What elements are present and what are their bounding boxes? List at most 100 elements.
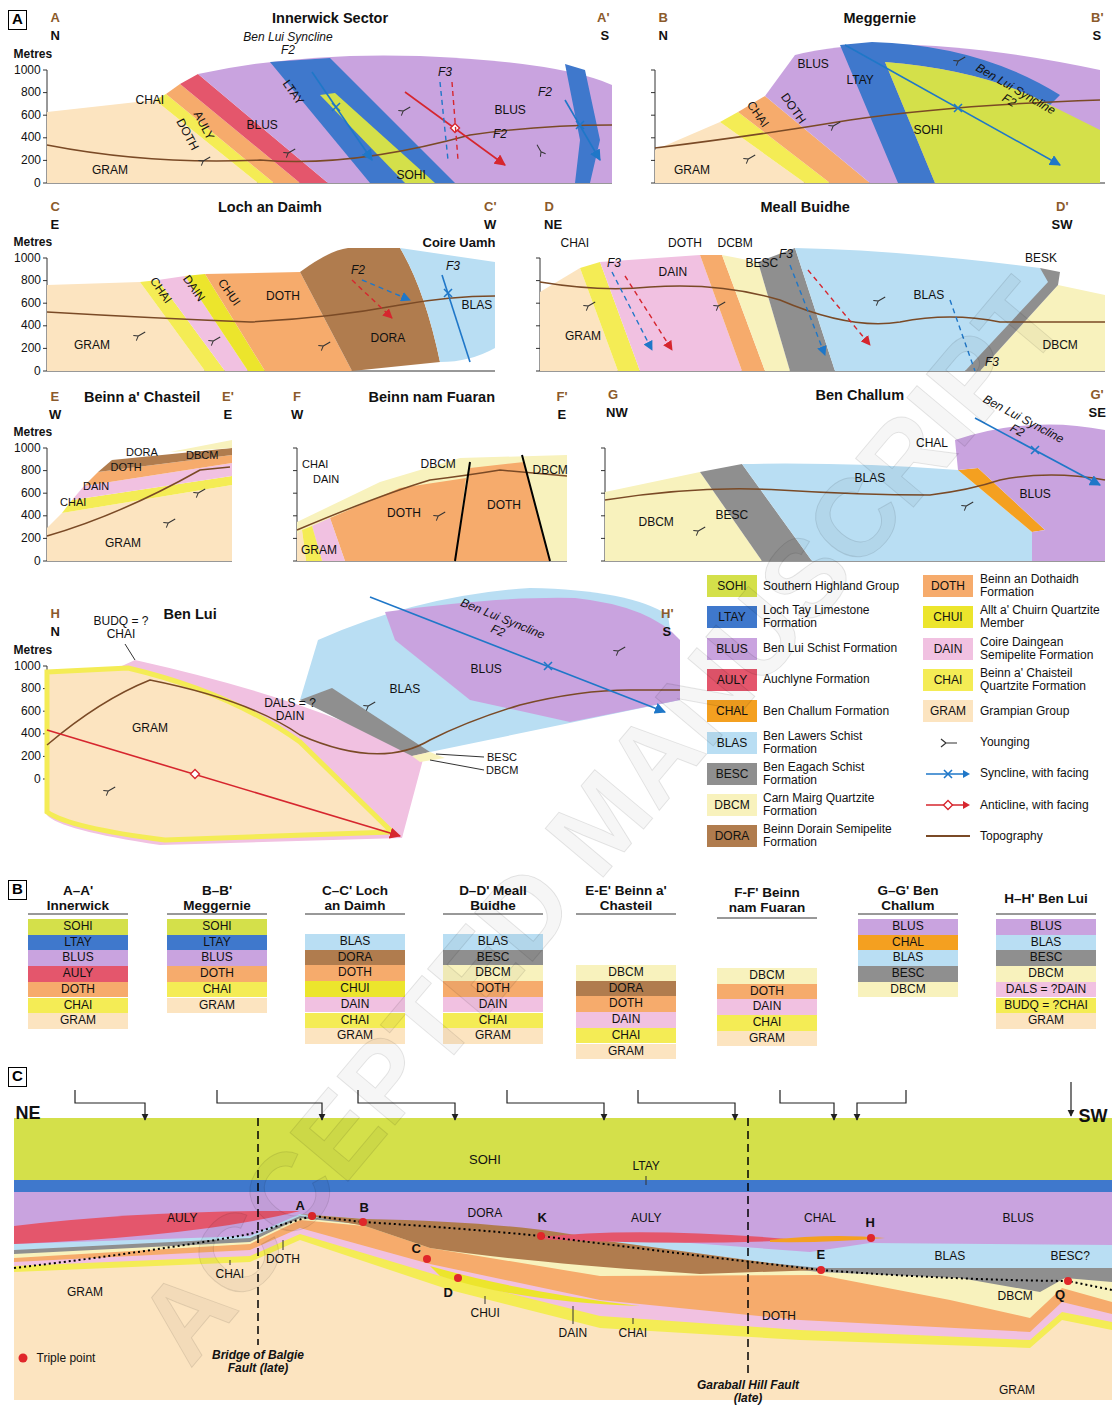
unit-label: F3: [985, 356, 999, 369]
illustration-shape: [1031, 446, 1039, 454]
table-cell: CHAI: [717, 1015, 817, 1031]
unit-label: E: [817, 1248, 826, 1263]
section-label: F: [293, 390, 301, 405]
legend-code: DBCM: [714, 798, 749, 812]
table-cell: AULY: [28, 966, 128, 982]
unit-label: GRAM: [74, 339, 110, 352]
unit-label: Triple point: [37, 1352, 96, 1365]
legend-symbol: [923, 794, 973, 816]
legend-text: Anticline, with facing: [980, 799, 1110, 812]
illustration-shape: [790, 265, 825, 355]
illustration-shape: [454, 1274, 462, 1282]
watermark: ACCEPTED MANUSCRIPT: [111, 255, 1088, 1385]
unit-label: CHAI: [561, 237, 590, 250]
legend-text: Allt a' Chuirn Quartzite Member: [980, 604, 1110, 630]
unit-label: DORA: [126, 446, 158, 458]
topography-line: [926, 835, 970, 837]
section-label: NE: [544, 218, 562, 233]
table-cell: BESC: [996, 950, 1096, 966]
unit-label: F2: [493, 128, 507, 141]
illustration-shape: [270, 58, 455, 183]
illustration-shape: [293, 448, 567, 561]
illustration-shape: [28, 914, 1096, 918]
column-header: A–A' Innerwick: [36, 883, 120, 913]
unit-label: F3: [438, 66, 452, 79]
unit-label: DBCM: [998, 1290, 1033, 1303]
illustration-shape: [965, 268, 1060, 371]
illustration-shape: [318, 339, 331, 350]
legend-symbol: [923, 732, 973, 754]
illustration-shape: [198, 55, 612, 183]
table-cell: DOTH: [717, 984, 817, 1000]
illustration-shape: [398, 104, 411, 115]
legend-code: DORA: [715, 829, 750, 843]
unit-label: DBCM: [533, 464, 568, 477]
legend-text: Younging: [980, 736, 1110, 749]
unit-label: SOHI: [914, 124, 943, 137]
legend-text: Loch Tay Limestone Formation: [763, 604, 918, 630]
syncline-line: [926, 773, 963, 775]
illustration-shape: [423, 1255, 431, 1263]
legend-swatch: DOTH: [923, 575, 973, 597]
legend-swatch: DORA: [707, 825, 757, 847]
illustration-shape: [455, 462, 550, 561]
section-label: S: [1093, 29, 1102, 44]
illustration-shape: [638, 1090, 735, 1120]
unit-label: GRAM: [67, 1286, 103, 1299]
axis-value: 200: [21, 154, 41, 167]
illustration-shape: [583, 299, 596, 310]
illustration-shape: [14, 1211, 300, 1244]
illustration-shape: [713, 299, 726, 310]
illustration-shape: [452, 82, 458, 160]
table-cell: DOTH: [28, 982, 128, 998]
meall-buidhe-section: [540, 248, 1105, 371]
illustration-shape: [103, 784, 116, 795]
legend-swatch: GRAM: [923, 700, 973, 722]
legend-text: Coire Daingean Semipelite Formation: [980, 636, 1110, 662]
legend-text: Ben Challum Formation: [763, 705, 918, 718]
axis-value: 0: [34, 773, 41, 786]
panel-letter-box: A: [8, 10, 27, 30]
section-label: Beinn nam Fuaran: [369, 389, 496, 405]
table-cell: GRAM: [717, 1031, 817, 1047]
table-cell: CHAI: [443, 1013, 543, 1029]
table-cell: DAIN: [443, 997, 543, 1013]
unit-label: CHAL: [916, 437, 948, 450]
axis-value: 800: [21, 274, 41, 287]
unit-label: Ben Lui Syncline F2: [243, 31, 333, 58]
anticline-symbol: [923, 794, 973, 816]
section-label: S: [663, 625, 672, 640]
section-label: Ben Lui: [164, 606, 217, 622]
illustration-shape: [208, 334, 221, 345]
section-label: NW: [606, 406, 628, 421]
illustration-shape: [780, 1090, 834, 1120]
illustration-shape: [320, 93, 435, 183]
illustration-shape: [300, 688, 430, 756]
legend-swatch: BLAS: [707, 732, 757, 754]
axis-value: 600: [21, 705, 41, 718]
axis-value: 1000: [14, 660, 41, 673]
axis-value: 400: [21, 509, 41, 522]
younging-symbol: [923, 732, 973, 754]
illustration-shape: [954, 104, 962, 112]
column-header: G–G' Ben Challum: [866, 883, 950, 913]
unit-label: CHAI: [60, 496, 86, 508]
unit-label: DAIN: [313, 473, 339, 485]
section-label: Loch an Daimh: [218, 199, 322, 215]
illustration-shape: [613, 644, 626, 655]
unit-label: Garaball Hill Fault (late): [683, 1379, 813, 1406]
section-label: SW: [1052, 218, 1073, 233]
unit-label: DBCM: [186, 449, 218, 461]
table-cell: CHUI: [305, 981, 405, 997]
section-label: SE: [1089, 406, 1106, 421]
unit-label: F3: [607, 257, 621, 270]
axis-value: 0: [34, 555, 41, 568]
unit-label: H: [866, 1216, 875, 1231]
unit-label: DOTH: [266, 290, 300, 303]
table-cell: SOHI: [167, 919, 267, 935]
unit-label: AULY: [631, 1212, 661, 1225]
illustration-shape: [332, 103, 340, 111]
unit-label: F2: [351, 264, 365, 277]
section-label: W: [484, 218, 496, 233]
table-cell: DBCM: [996, 966, 1096, 982]
